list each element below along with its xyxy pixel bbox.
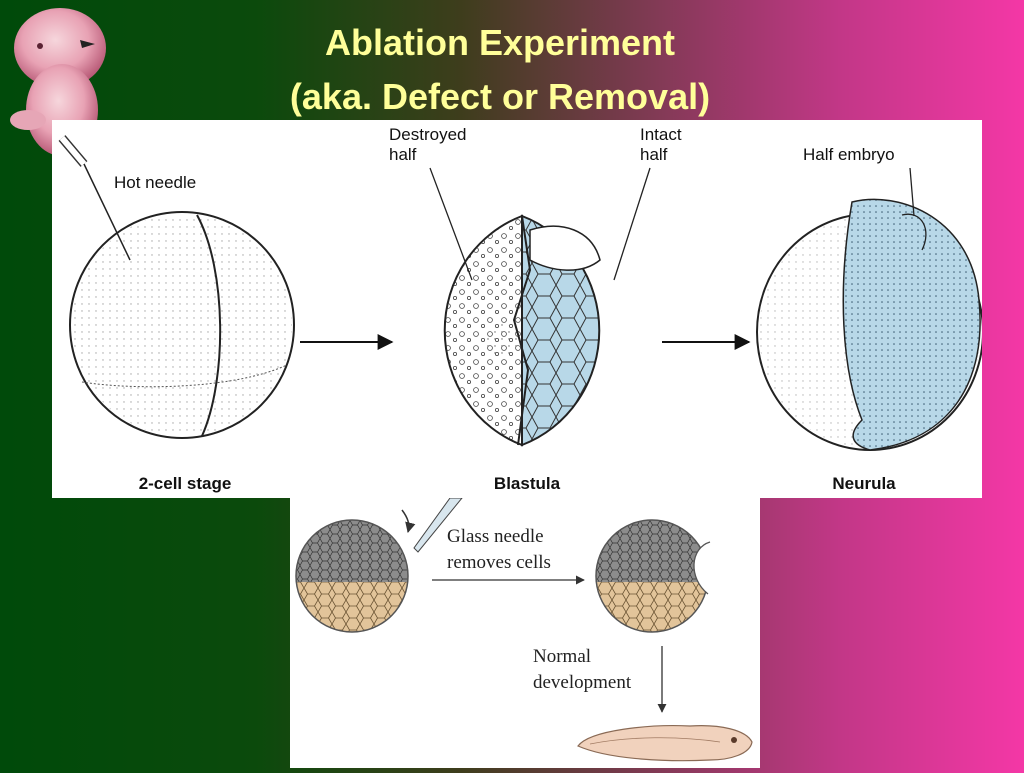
larva-icon <box>577 725 753 762</box>
removal-diagram-panel: Glass needle removes cells Normal develo… <box>290 497 760 768</box>
slide-subtitle: (aka. Defect or Removal) <box>289 76 711 117</box>
normal-development-label-1: Normal <box>533 646 591 667</box>
hot-needle-icon <box>58 135 131 261</box>
ablation-diagram-panel: Hot needle Destroyed half Intact half Ha… <box>52 120 984 498</box>
two-cell-embryo <box>69 211 295 439</box>
stage-label-blastula: Blastula <box>494 474 561 493</box>
slide-title: Ablation Experiment <box>324 22 676 63</box>
destroyed-half-label-2: half <box>389 145 417 164</box>
stage-label-neurula: Neurula <box>832 474 896 493</box>
normal-development-label-2: development <box>533 672 632 693</box>
intact-half-label-1: Intact <box>640 125 682 144</box>
intact-half-label-2: half <box>640 145 668 164</box>
destroyed-half-label-1: Destroyed <box>389 125 466 144</box>
glass-needle-label-1: Glass needle <box>447 526 544 547</box>
half-embryo-label: Half embryo <box>803 145 895 164</box>
neurula-embryo <box>756 198 984 451</box>
hot-needle-label: Hot needle <box>114 173 196 192</box>
glass-needle-icon <box>401 497 464 553</box>
embryo-after-removal <box>595 519 720 633</box>
glass-needle-label-2: removes cells <box>447 552 551 573</box>
stage-label-2-cell: 2-cell stage <box>139 474 232 493</box>
blastula-embryo <box>443 214 601 447</box>
embryo-before-removal <box>295 519 409 633</box>
